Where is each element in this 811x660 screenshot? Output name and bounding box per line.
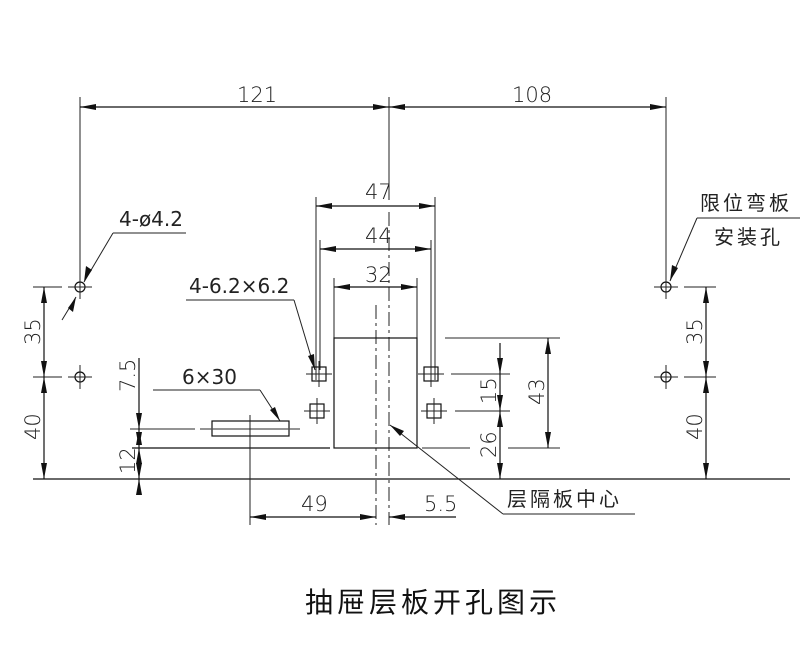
dimension-47-label: 47 [365, 180, 392, 204]
round-holes-note: 4-ø4.2 [119, 207, 183, 231]
dimension-43: 43 [525, 338, 551, 448]
round-hole-left-top [68, 275, 92, 299]
dimension-slot-7-5-12: 7.5 12 [116, 358, 142, 495]
dimension-108: 108 [389, 83, 667, 290]
dimension-32-label: 32 [365, 263, 392, 287]
dimension-5-5-label: 5.5 [424, 492, 457, 516]
dimension-right-35-label: 35 [683, 318, 707, 345]
dimension-32: 32 [333, 263, 418, 338]
leader-slot: 6×30 [153, 365, 281, 422]
leader-limit-plate: 限位弯板 安装孔 [669, 191, 800, 282]
dimension-49-label: 49 [301, 492, 328, 516]
dimension-12-label: 12 [116, 447, 140, 474]
dimension-44: 44 [319, 224, 432, 370]
square-holes-note: 4-6.2×6.2 [189, 274, 289, 298]
dimension-44-label: 44 [365, 224, 392, 248]
plate-outline [333, 337, 418, 449]
square-hole-right-top [418, 361, 444, 387]
dimension-left-35-label: 35 [21, 318, 45, 345]
leader-square-holes: 4-6.2×6.2 [186, 274, 316, 371]
dimension-121-label: 121 [237, 83, 277, 107]
square-hole-left-bottom [304, 398, 330, 424]
dimension-108-label: 108 [512, 83, 552, 107]
dimension-left-35-40: 35 40 [21, 286, 62, 479]
dimension-47: 47 [315, 180, 436, 380]
leader-divider-center: 层隔板中心 [389, 424, 635, 515]
dimension-26-label: 26 [477, 431, 501, 458]
dimension-15-label: 15 [477, 377, 501, 404]
limit-plate-note-line2: 安装孔 [714, 225, 783, 249]
slot-hole [130, 415, 300, 525]
slot-note: 6×30 [182, 365, 237, 389]
square-hole-left-top [306, 361, 332, 387]
round-hole-right-top [654, 275, 678, 299]
limit-plate-note-line1: 限位弯板 [700, 191, 792, 215]
dimension-right-40-label: 40 [683, 413, 707, 440]
drawing-title: 抽屉层板开孔图示 [305, 586, 561, 619]
dimension-49-5-5: 49 5.5 [250, 492, 457, 520]
dimension-121: 121 [79, 83, 390, 290]
square-hole-right-bottom [421, 398, 447, 424]
divider-center-note: 层隔板中心 [507, 487, 622, 511]
dimension-15-26: 15 26 [477, 343, 503, 479]
leader-round-holes: 4-ø4.2 [61, 207, 186, 321]
round-hole-left-bottom [68, 365, 92, 389]
dimension-left-40-label: 40 [21, 413, 45, 440]
dimension-7-5-label: 7.5 [116, 359, 140, 392]
dimension-43-label: 43 [525, 378, 549, 405]
dimension-right-35-40: 35 40 [683, 286, 716, 479]
round-hole-right-bottom [654, 365, 678, 389]
